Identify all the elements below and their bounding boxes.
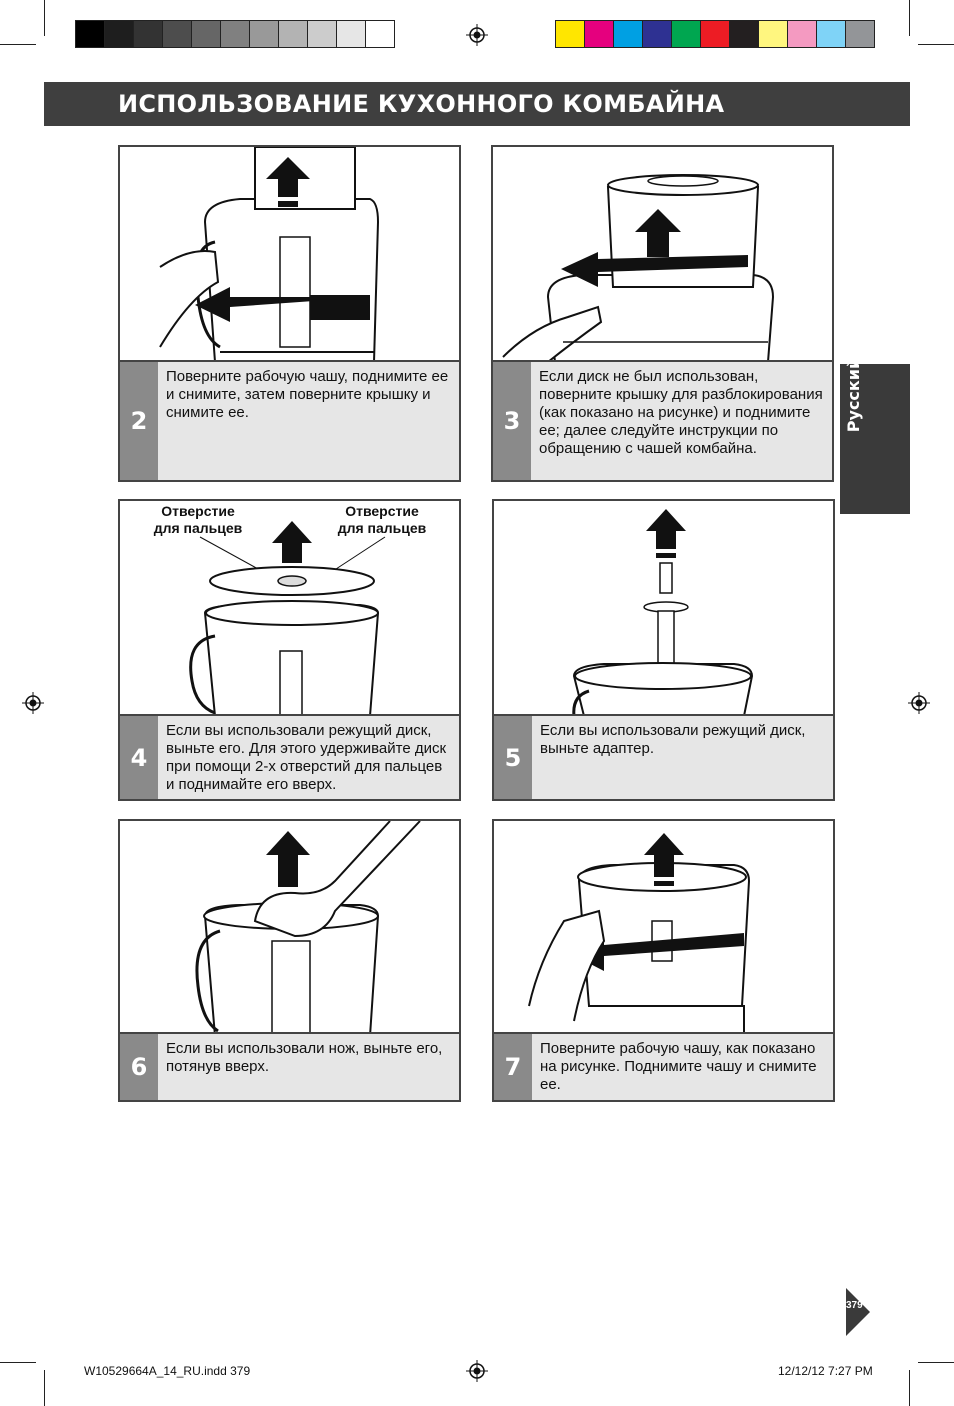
step-7-caption: 7 Поверните рабочую чашу, как показано н… bbox=[494, 1032, 833, 1100]
registration-mark-icon bbox=[466, 1360, 488, 1382]
calibration-swatch bbox=[555, 20, 585, 48]
crop-mark bbox=[918, 44, 954, 45]
calibration-swatch bbox=[787, 20, 817, 48]
step-panel-6: 6 Если вы использовали нож, выньте его, … bbox=[118, 819, 461, 1102]
calibration-swatch bbox=[220, 20, 250, 48]
calibration-swatch bbox=[613, 20, 643, 48]
step-panel-3: 3 Если диск не был использован, повернит… bbox=[491, 145, 834, 482]
calibration-swatch bbox=[816, 20, 846, 48]
up-arrow-icon bbox=[272, 521, 312, 563]
step-3-illustration bbox=[502, 174, 775, 362]
step-text: Поверните рабочую чашу, поднимите ее и с… bbox=[166, 368, 449, 421]
step-number: 6 bbox=[120, 1034, 158, 1100]
page-number-tab bbox=[846, 1288, 870, 1336]
calibration-swatch bbox=[584, 20, 614, 48]
calibration-swatch bbox=[162, 20, 192, 48]
step-4-illustration bbox=[189, 521, 386, 716]
calibration-swatch bbox=[307, 20, 337, 48]
calibration-swatch bbox=[191, 20, 221, 48]
up-arrow-icon bbox=[266, 157, 310, 197]
step-7-illustration bbox=[528, 833, 751, 1036]
step-6-caption: 6 Если вы использовали нож, выньте его, … bbox=[120, 1032, 459, 1100]
step-text: Если вы использовали нож, выньте его, по… bbox=[166, 1040, 443, 1075]
calibration-swatch bbox=[365, 20, 395, 48]
up-arrow-icon bbox=[646, 509, 686, 549]
calibration-swatch bbox=[104, 20, 134, 48]
registration-mark-icon bbox=[466, 24, 488, 46]
language-tab-label: Русский bbox=[844, 357, 863, 433]
up-arrow-icon bbox=[266, 831, 310, 887]
step-panel-2: 2 Поверните рабочую чашу, поднимите ее и… bbox=[118, 145, 461, 482]
calibration-swatch bbox=[133, 20, 163, 48]
calibration-swatch bbox=[75, 20, 105, 48]
step-5-illustration bbox=[572, 509, 754, 716]
rotate-left-arrow-icon bbox=[195, 287, 370, 322]
step-6-illustration bbox=[195, 821, 421, 1036]
step-panel-4: Отверстие для пальцев Отверстие для паль… bbox=[118, 499, 461, 801]
step-number: 5 bbox=[494, 716, 532, 799]
calibration-swatch bbox=[758, 20, 788, 48]
step-2-caption: 2 Поверните рабочую чашу, поднимите ее и… bbox=[120, 360, 459, 480]
finger-hole-label-right: Отверстие для пальцев bbox=[337, 503, 427, 536]
calibration-swatch bbox=[845, 20, 875, 48]
crop-mark bbox=[918, 1362, 954, 1363]
step-text: Если вы использовали режущий диск, выньт… bbox=[540, 722, 806, 757]
footer-date: 12/12/12 7:27 PM bbox=[778, 1364, 873, 1378]
step-number: 2 bbox=[120, 362, 158, 480]
registration-mark-icon bbox=[22, 692, 44, 714]
calibration-swatch bbox=[642, 20, 672, 48]
registration-mark-icon bbox=[908, 692, 930, 714]
step-text: Поверните рабочую чашу, как показано на … bbox=[540, 1040, 817, 1093]
language-tab bbox=[840, 364, 910, 514]
step-text: Если вы использовали режущий диск, выньт… bbox=[166, 722, 447, 793]
step-text: Если диск не был использован, поверните … bbox=[539, 368, 823, 457]
calibration-swatch bbox=[249, 20, 279, 48]
step-panel-5: 5 Если вы использовали режущий диск, вын… bbox=[492, 499, 835, 801]
up-arrow-icon bbox=[635, 209, 681, 257]
step-number: 7 bbox=[494, 1034, 532, 1100]
header-bar bbox=[44, 82, 910, 126]
rotate-left-arrow-icon bbox=[569, 933, 744, 971]
crop-mark bbox=[909, 0, 910, 36]
calibration-swatch bbox=[278, 20, 308, 48]
calibration-swatch bbox=[729, 20, 759, 48]
crop-mark bbox=[44, 1370, 45, 1406]
step-panel-7: 7 Поверните рабочую чашу, как показано н… bbox=[492, 819, 835, 1102]
crop-mark bbox=[44, 0, 45, 36]
rotate-left-arrow-icon bbox=[561, 252, 748, 287]
page-number: 379 bbox=[846, 1300, 863, 1311]
step-3-caption: 3 Если диск не был использован, повернит… bbox=[493, 360, 832, 480]
calibration-swatch bbox=[671, 20, 701, 48]
finger-hole-label-left: Отверстие для пальцев bbox=[153, 503, 243, 536]
calibration-swatch bbox=[336, 20, 366, 48]
page-title: ИСПОЛЬЗОВАНИЕ КУХОННОГО КОМБАЙНА bbox=[118, 90, 725, 118]
step-number: 4 bbox=[120, 716, 158, 799]
up-arrow-icon bbox=[644, 833, 684, 877]
footer-file-info: W10529664A_14_RU.indd 379 bbox=[84, 1364, 251, 1378]
step-2-illustration bbox=[159, 147, 380, 362]
step-number: 3 bbox=[493, 362, 531, 480]
crop-mark bbox=[0, 44, 36, 45]
crop-mark bbox=[0, 1362, 36, 1363]
step-4-caption: 4 Если вы использовали режущий диск, вын… bbox=[120, 714, 459, 799]
calibration-swatch bbox=[700, 20, 730, 48]
step-5-caption: 5 Если вы использовали режущий диск, вын… bbox=[494, 714, 833, 799]
crop-mark bbox=[909, 1370, 910, 1406]
